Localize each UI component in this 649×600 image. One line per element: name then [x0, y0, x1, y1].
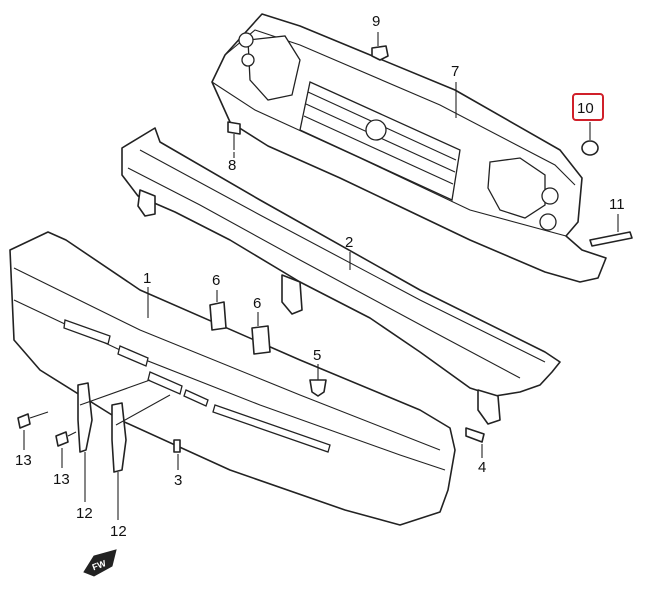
screw-part-8 — [227, 121, 241, 150]
callout-12a: 12 — [76, 505, 93, 522]
callout-13b: 13 — [53, 471, 70, 488]
callout-6b: 6 — [253, 295, 261, 312]
clip-part-10 — [581, 140, 599, 156]
leader-lines — [23, 32, 619, 520]
bracket-part-6b — [251, 325, 271, 355]
callout-6a: 6 — [212, 272, 220, 289]
forward-direction-marker: FW — [83, 549, 117, 577]
callout-2: 2 — [345, 234, 353, 251]
clip-part-9 — [371, 45, 389, 61]
bumper-cover-part-1 — [9, 231, 456, 526]
callout-5: 5 — [313, 347, 321, 364]
bracket-part-6a — [209, 301, 227, 331]
callout-8: 8 — [228, 157, 236, 174]
bolt-part-4 — [465, 427, 485, 443]
highlight-box-10 — [572, 93, 604, 121]
grille-panel-part-7 — [211, 13, 607, 283]
bumper-reinforcement-part-2 — [121, 127, 561, 425]
callout-7: 7 — [451, 63, 459, 80]
callout-4: 4 — [478, 459, 486, 476]
stay-part-12b — [111, 402, 127, 473]
callout-12b: 12 — [110, 523, 127, 540]
screw-part-3 — [173, 439, 181, 453]
fw-label: FW — [91, 558, 108, 572]
callout-1: 1 — [143, 270, 151, 287]
callout-10: 10 — [577, 100, 594, 117]
stay-part-12a — [77, 382, 93, 453]
callout-9: 9 — [372, 13, 380, 30]
screw-part-13b — [55, 431, 77, 447]
callout-11: 11 — [609, 196, 625, 213]
clip-part-5 — [309, 379, 327, 397]
callout-3: 3 — [174, 472, 182, 489]
callout-13a: 13 — [15, 452, 32, 469]
screw-part-13a — [17, 411, 49, 429]
moulding-part-11 — [589, 231, 633, 247]
